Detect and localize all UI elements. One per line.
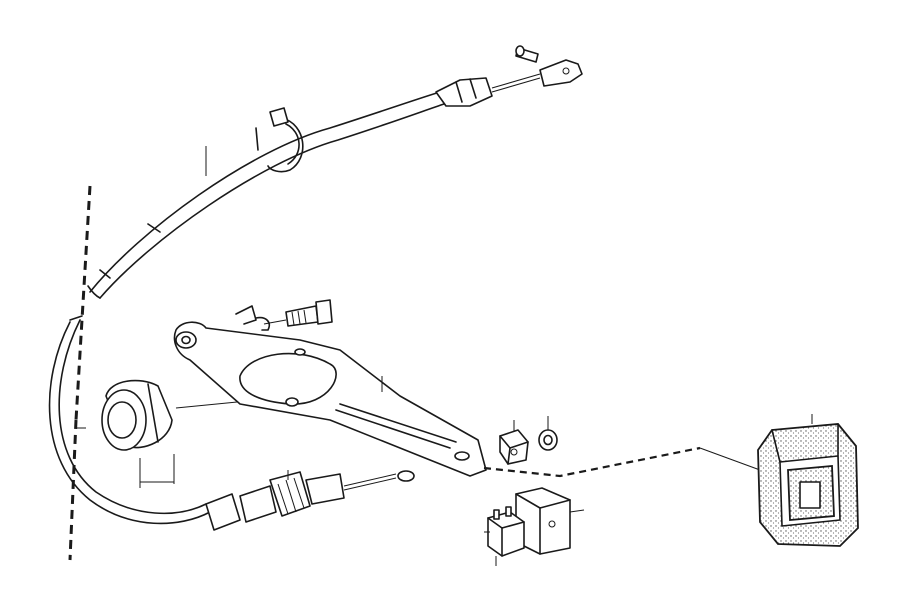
cable-end-clevis bbox=[539, 59, 583, 87]
leader-line-boot bbox=[699, 447, 761, 471]
clutch-switch bbox=[484, 506, 525, 566]
clevis-pin bbox=[515, 45, 539, 63]
switch-connector-boot bbox=[757, 414, 859, 547]
washer bbox=[538, 416, 558, 451]
clutch-cable-upper bbox=[87, 73, 541, 299]
dashed-line-left-lower bbox=[68, 419, 78, 561]
dashed-line-to-switch-boot bbox=[483, 446, 701, 478]
dashed-line-left-upper bbox=[74, 185, 92, 421]
cable-adjuster bbox=[205, 470, 415, 531]
cable-clip bbox=[255, 107, 304, 173]
clutch-pedal-bracket bbox=[173, 321, 487, 477]
bracket-bolt bbox=[263, 299, 333, 327]
clutch-cable-lower bbox=[48, 315, 211, 525]
switch-housing bbox=[515, 487, 585, 555]
square-nut bbox=[499, 420, 529, 465]
spring-clip bbox=[235, 305, 271, 331]
